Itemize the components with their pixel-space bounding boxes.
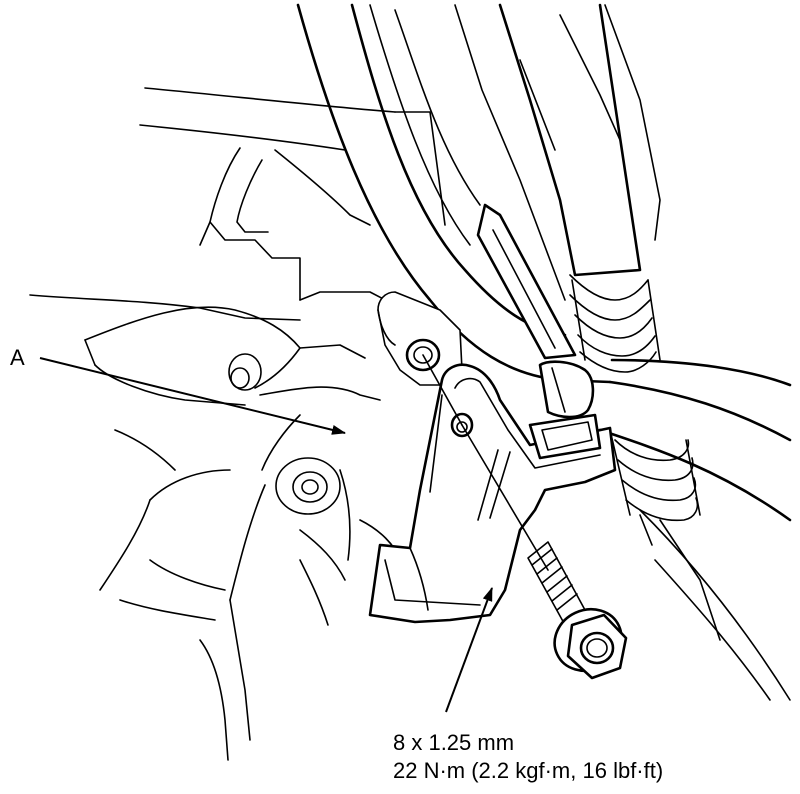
main-bracket <box>368 363 617 624</box>
mount-ear <box>377 291 463 386</box>
coolant-hose <box>296 3 792 701</box>
torque-leader <box>445 587 493 713</box>
engine-housing-outline <box>29 87 446 761</box>
upper-bracket <box>476 203 577 360</box>
bolt-center-line <box>422 354 549 571</box>
torque-spec: 8 x 1.25 mm 22 N·m (2.2 kgf·m, 16 lbf·ft… <box>393 730 663 783</box>
hose-clamp <box>538 360 595 419</box>
torque-value-label: 22 N·m (2.2 kgf·m, 16 lbf·ft) <box>393 758 663 783</box>
bolt-size-label: 8 x 1.25 mm <box>393 730 514 755</box>
flange-bolt <box>527 541 628 680</box>
callout-letter: A <box>10 345 25 370</box>
harness-bundle <box>454 3 721 641</box>
callout-a: A <box>10 345 346 435</box>
callout-a-arrow <box>39 357 346 435</box>
